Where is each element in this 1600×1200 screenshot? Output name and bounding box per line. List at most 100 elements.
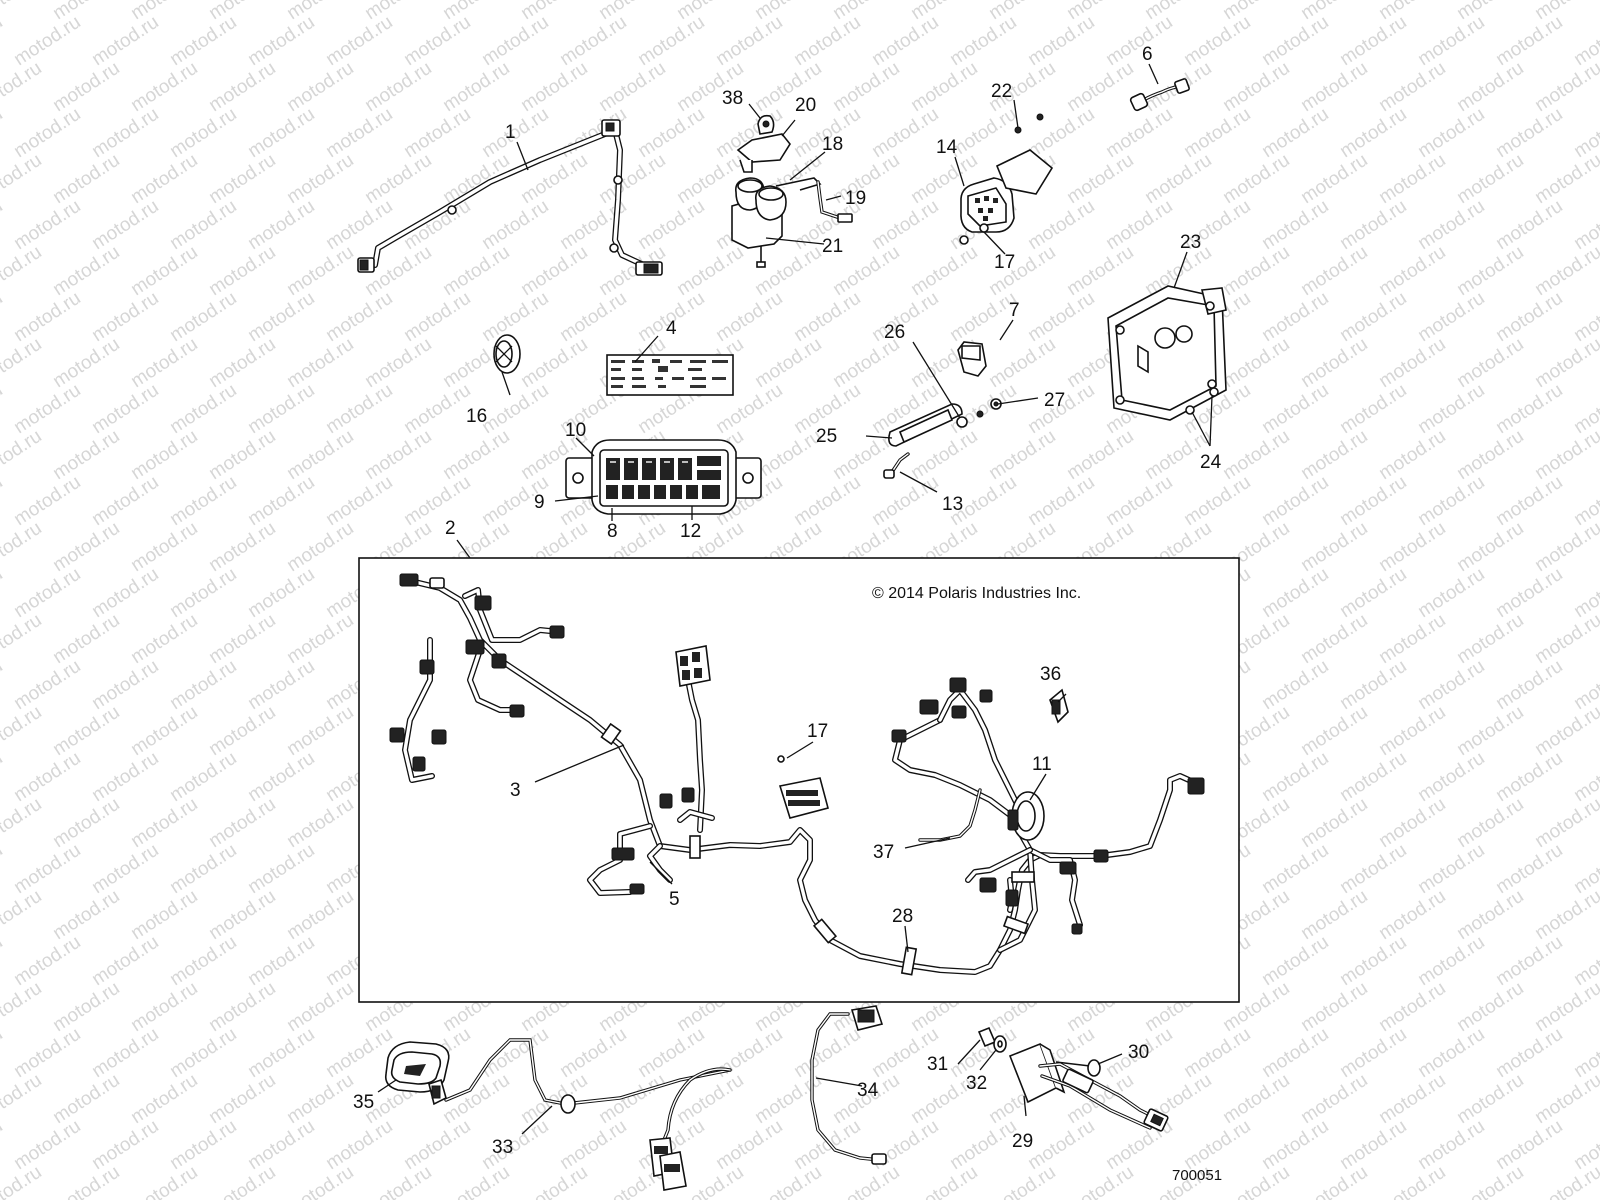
watermark-text: motod.ru [1297,150,1371,208]
watermark-text: motod.ru [712,1024,786,1082]
watermark-text: motod.ru [244,932,318,990]
watermark-text: motod.ru [49,1070,123,1128]
watermark-text: motod.ru [244,1116,318,1174]
watermark-text: motod.ru [88,380,162,438]
watermark-text: motod.ru [244,380,318,438]
watermark-text: motod.ru [1375,702,1449,760]
callout-37: 37 [873,842,894,863]
watermark-text: motod.ru [1414,1024,1488,1082]
watermark-text: motod.ru [985,1162,1059,1200]
watermark-text: motod.ru [1336,472,1410,530]
watermark-text: motod.ru [166,1116,240,1174]
callout-10: 10 [565,420,586,441]
watermark-text: motod.ru [1453,702,1527,760]
watermark-text: motod.ru [556,1024,630,1082]
watermark-text: motod.ru [1492,196,1566,254]
watermark-text: motod.ru [1336,288,1410,346]
watermark-text: motod.ru [127,1070,201,1128]
watermark-text: motod.ru [1258,1024,1332,1082]
watermark-text: motod.ru [0,1070,46,1128]
watermark-text: motod.ru [1336,12,1410,70]
watermark-text: motod.ru [88,748,162,806]
callout-16: 16 [466,406,487,427]
part-29-regulator [977,1026,1169,1132]
watermark-text: motod.ru [595,150,669,208]
watermark-text: motod.ru [0,518,46,576]
watermark-text: motod.ru [0,0,46,24]
watermark-text: motod.ru [1258,1116,1332,1174]
watermark-text: motod.ru [361,58,435,116]
watermark-text: motod.ru [1453,426,1527,484]
watermark-text: motod.ru [166,288,240,346]
watermark-text: motod.ru [1414,196,1488,254]
watermark-text: motod.ru [1375,150,1449,208]
watermark-text: motod.ru [634,104,708,162]
watermark-text: motod.ru [1024,12,1098,70]
watermark-text: motod.ru [1492,932,1566,990]
watermark-text: motod.ru [1531,242,1600,300]
watermark-text: motod.ru [0,886,46,944]
watermark-text: motod.ru [1414,748,1488,806]
watermark-text: motod.ru [322,104,396,162]
watermark-text: motod.ru [1297,334,1371,392]
watermark-text: motod.ru [166,564,240,622]
diagram-id: 700051 [1172,1167,1222,1184]
watermark-text: motod.ru [1375,518,1449,576]
watermark-text: motod.ru [673,242,747,300]
watermark-text: motod.ru [244,564,318,622]
watermark-text: motod.ru [478,196,552,254]
watermark-text: motod.ru [0,12,7,70]
watermark-text: motod.ru [595,58,669,116]
part-6-sensor [1129,78,1190,112]
watermark-text: motod.ru [907,58,981,116]
watermark-text: motod.ru [49,978,123,1036]
watermark-text: motod.ru [361,426,435,484]
watermark-text: motod.ru [751,426,825,484]
watermark-text: motod.ru [49,1162,123,1200]
watermark-text: motod.ru [88,932,162,990]
watermark-text: motod.ru [283,702,357,760]
watermark-text: motod.ru [1531,1070,1600,1128]
callout-28: 28 [892,906,913,927]
watermark-text: motod.ru [0,840,7,898]
watermark-text: motod.ru [1102,12,1176,70]
watermark-text: motod.ru [1531,610,1600,668]
watermark-text: motod.ru [1024,1116,1098,1174]
watermark-text: motod.ru [1531,702,1600,760]
watermark-text: motod.ru [0,656,7,714]
part-14-module [959,113,1054,245]
watermark-text: motod.ru [1258,472,1332,530]
watermark-text: motod.ru [361,334,435,392]
watermark-text: motod.ru [478,1116,552,1174]
watermark-text: motod.ru [1336,564,1410,622]
watermark-text: motod.ru [712,1116,786,1174]
watermark-text: motod.ru [0,702,46,760]
watermark-text: motod.ru [1258,196,1332,254]
watermark-text: motod.ru [478,288,552,346]
watermark-text: motod.ru [283,1162,357,1200]
callout-numbers: 1 2 3 4 5 6 7 8 9 10 11 12 13 14 16 17 1… [353,44,1222,1158]
watermark-text: motod.ru [1297,886,1371,944]
watermark-text: motod.ru [88,1116,162,1174]
watermark-text: motod.ru [205,334,279,392]
watermark-text: motod.ru [244,748,318,806]
watermark-text: motod.ru [1258,380,1332,438]
callout-14: 14 [936,137,958,158]
watermark-text: motod.ru [1453,886,1527,944]
watermark-text: motod.ru [1063,150,1137,208]
callout-4: 4 [666,318,677,339]
watermark-text: motod.ru [1531,58,1600,116]
part-34-sensor-harness [810,1005,887,1165]
part-16-grommet [493,334,521,374]
watermark-text: motod.ru [0,978,46,1036]
watermark-text: motod.ru [1219,242,1293,300]
watermark-text: motod.ru [517,242,591,300]
watermark-text: motod.ru [1375,426,1449,484]
watermark-text: motod.ru [1258,932,1332,990]
watermark-text: motod.ru [1063,1162,1137,1200]
watermark-text: motod.ru [1297,518,1371,576]
callout-35: 35 [353,1092,374,1113]
watermark-text: motod.ru [1258,748,1332,806]
watermark-text: motod.ru [205,58,279,116]
watermark-text: motod.ru [283,610,357,668]
